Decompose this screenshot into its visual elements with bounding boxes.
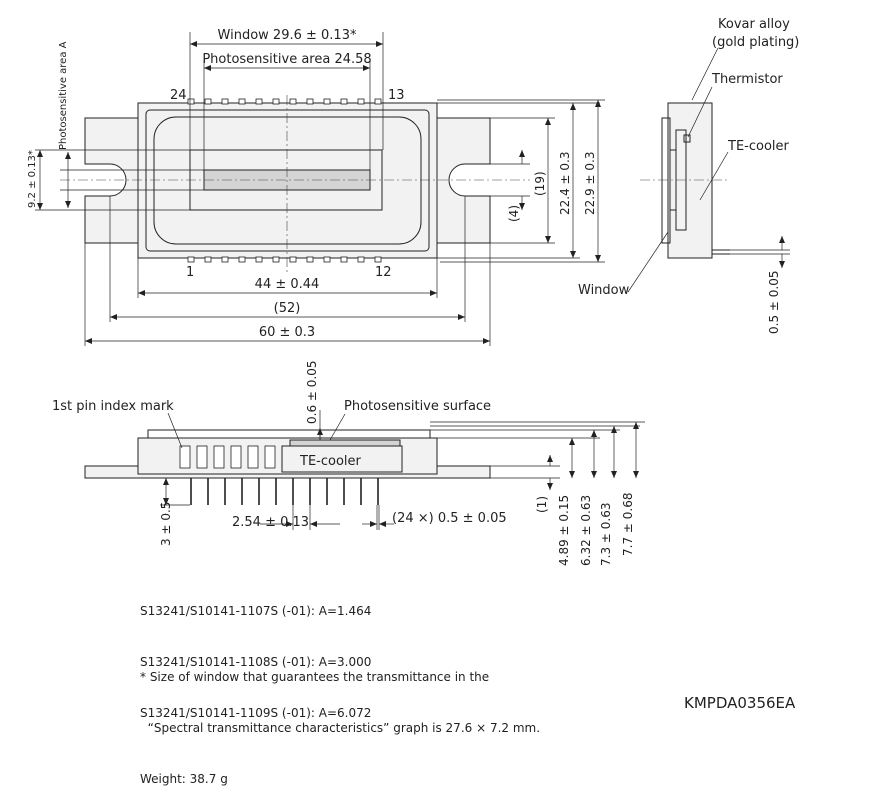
dim-4-89-label: 4.89 ± 0.15 [557,495,571,566]
top-pins [187,98,382,105]
bottom-pins [187,256,382,263]
top-view: Window 29.6 ± 0.13* Photosensitive area … [27,28,605,346]
thermistor-label: Thermistor [711,72,783,87]
front-photosensitive-surface [289,439,401,447]
pin-index-marks [179,445,276,469]
front-pins [190,478,379,505]
kovar-alloy-label: Kovar alloy [718,17,790,32]
footnote: * Size of window that guarantees the tra… [140,635,540,805]
pitch-label: 2.54 ± 0.13 [232,515,309,530]
dim-44-label: 44 ± 0.44 [255,277,320,292]
dim-7-7-label: 7.7 ± 0.68 [621,493,635,557]
dim-22-4-label: 22.4 ± 0.3 [558,152,572,216]
lid-frame [145,109,430,252]
dim-52-label: (52) [274,301,301,316]
index-mark-label: 1st pin index mark [52,399,174,414]
front-te-cooler-block [281,445,403,473]
dim-19-label: (19) [533,171,547,196]
footnote-line2: “Spectral transmittance characteristics”… [140,721,541,735]
gold-plating-label: (gold plating) [712,35,799,50]
side-thermistor [683,134,691,143]
photosensitive-surface-label: Photosensitive surface [344,399,491,414]
side-view: Kovar alloy (gold plating) Thermistor TE… [578,17,799,334]
dim-60-label: 60 ± 0.3 [259,325,315,340]
dim-6-32-label: 6.32 ± 0.63 [579,495,593,566]
te-cooler-side-label: TE-cooler [727,139,790,154]
dim-0-5-label: 0.5 ± 0.05 [767,271,781,335]
dim-4-label: (4) [507,205,521,222]
front-view: TE-cooler 0.6 ± 0.05 1st pin index mark … [52,361,645,567]
window-outline [153,116,422,245]
pin-12-label: 12 [375,265,392,280]
photosensitive-dim-label: Photosensitive area 24.58 [202,52,371,67]
pin-1-label: 1 [186,265,194,280]
window-dim-label: Window 29.6 ± 0.13* [218,28,357,43]
model-list: S13241/S10141-1107S (-01): A=1.464 S1324… [140,569,371,739]
dim-3-label: 3 ± 0.5 [159,502,173,546]
side-body [667,102,713,259]
dim-1-label: (1) [535,496,549,513]
outline-drawing: Window 29.6 ± 0.13* Photosensitive area … [27,17,799,567]
weight-label: Weight: 38.7 g [140,772,228,786]
model-1109s: S13241/S10141-1109S (-01): A=6.072 [140,706,372,720]
footnote-line1: * Size of window that guarantees the tra… [140,670,490,684]
photosensitive-area-a-label: Photosensitive area A [58,41,69,150]
dim-22-9-label: 22.9 ± 0.3 [583,152,597,216]
te-cooler-front-label: TE-cooler [299,454,362,469]
dim-0-6-label: 0.6 ± 0.05 [305,361,319,425]
drawing-code: KMPDA0356EA [684,694,796,712]
front-lid [147,429,431,439]
right-flange [436,117,491,244]
model-1108s: S13241/S10141-1108S (-01): A=3.000 [140,655,372,669]
dim-7-3-label: 7.3 ± 0.63 [599,503,613,567]
left-flange [84,117,139,244]
window-side-label: Window [578,283,630,298]
left-dim-label: 9.2 ± 0.13* [27,150,38,208]
pin-13-label: 13 [388,88,405,103]
pin-24-label: 24 [170,88,187,103]
model-1107s: S13241/S10141-1107S (-01): A=1.464 [140,604,372,618]
pin-width-label: (24 ×) 0.5 ± 0.05 [392,511,507,526]
